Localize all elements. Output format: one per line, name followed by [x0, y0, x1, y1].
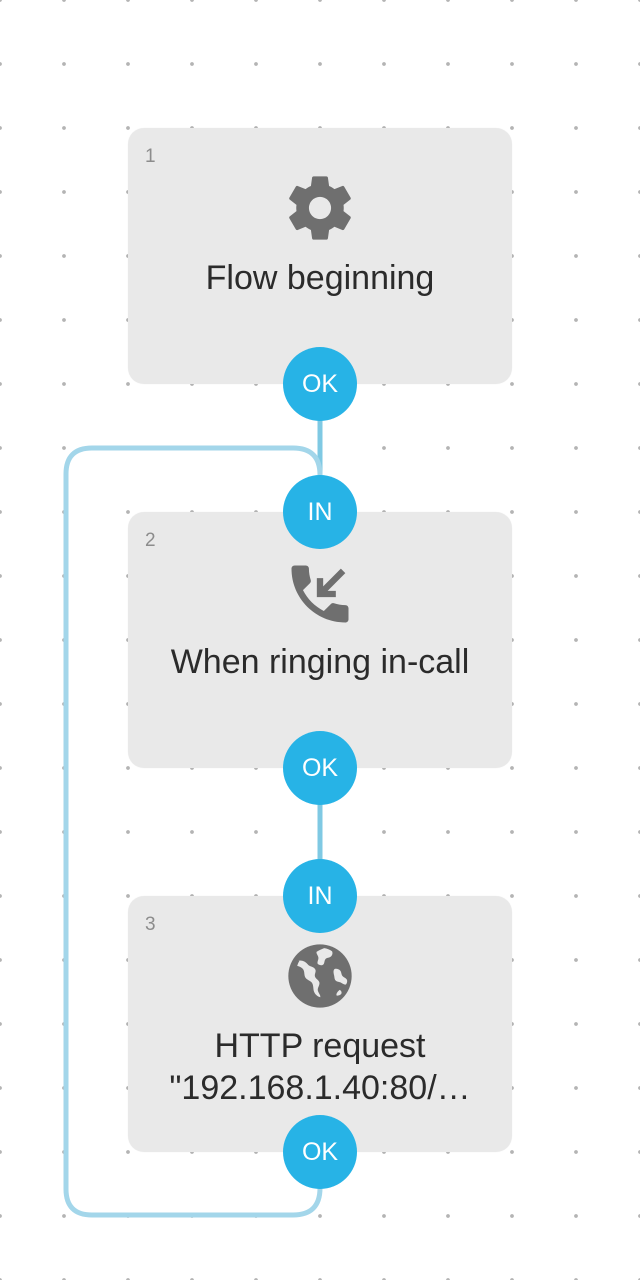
block-label: HTTP request "192.168.1.40:80/…	[169, 1027, 471, 1107]
flow-block-2[interactable]: 2 When ringing in-call	[128, 512, 512, 768]
block-3-in-port[interactable]: IN	[283, 859, 357, 933]
gear-icon	[289, 176, 351, 240]
block-3-ok-port[interactable]: OK	[283, 1115, 357, 1189]
block-2-ok-port[interactable]: OK	[283, 731, 357, 805]
connector-3-loop-to-2	[63, 445, 323, 1218]
block-index: 2	[145, 530, 156, 551]
flow-block-1[interactable]: 1 Flow beginning	[128, 128, 512, 384]
block-index: 3	[145, 914, 156, 935]
block-2-in-port[interactable]: IN	[283, 475, 357, 549]
block-index: 1	[145, 146, 156, 167]
incoming-call-icon	[291, 565, 349, 623]
block-label: Flow beginning	[205, 259, 435, 297]
block-label: When ringing in-call	[170, 643, 470, 681]
globe-icon	[288, 944, 352, 1008]
flow-block-3[interactable]: 3 HTTP request "192.168.1.40:80/…	[128, 896, 512, 1152]
block-1-ok-port[interactable]: OK	[283, 347, 357, 421]
